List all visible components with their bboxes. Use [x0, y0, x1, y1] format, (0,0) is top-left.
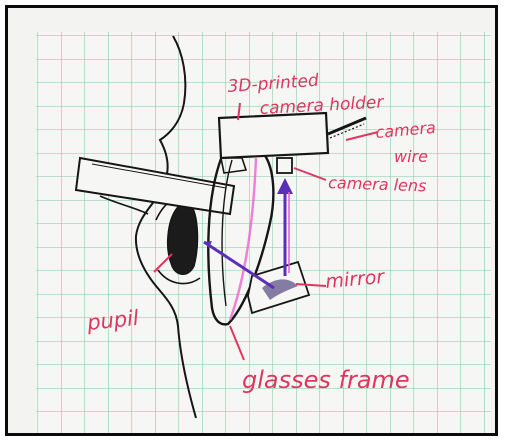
eye-tracker-sketch: 3D-printed camera holder camera wire cam… [8, 8, 495, 433]
camera-holder [219, 113, 328, 158]
wire-label-line2: wire [394, 147, 428, 166]
lens-label: camera lens [328, 173, 427, 195]
frame-label: glasses frame [242, 366, 410, 394]
photo-frame: 3D-printed camera holder camera wire cam… [5, 5, 498, 436]
camera-lens [277, 158, 292, 173]
